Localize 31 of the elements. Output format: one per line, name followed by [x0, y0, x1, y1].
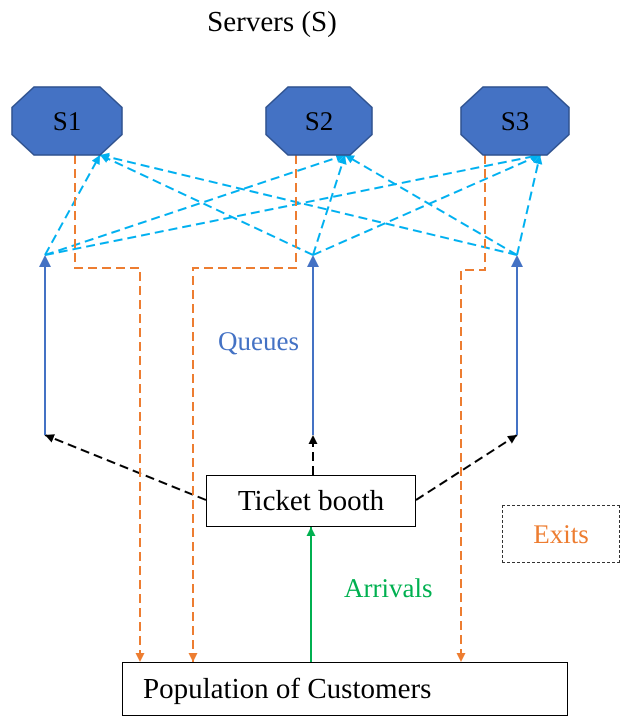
arrow — [100, 152, 518, 256]
server-octagon — [12, 87, 122, 155]
arrow — [312, 154, 347, 256]
server-label: S1 — [52, 106, 82, 136]
legend-box — [502, 505, 620, 563]
queue-line — [511, 255, 523, 435]
server-label: S3 — [500, 106, 530, 136]
arrow — [312, 154, 540, 256]
arrow — [44, 434, 206, 501]
server-octagon — [266, 87, 372, 155]
box-label: Population of Customers — [143, 672, 432, 706]
arrow — [188, 155, 297, 662]
arrow — [308, 435, 318, 475]
process-box — [122, 662, 568, 716]
arrow — [344, 154, 518, 256]
arrow — [516, 154, 542, 256]
server-label: S2 — [304, 106, 334, 136]
arrow — [44, 154, 101, 256]
box-label: Ticket booth — [238, 484, 384, 518]
process-box — [206, 475, 416, 527]
queue-line — [39, 255, 51, 435]
arrow — [100, 154, 314, 256]
arrow — [415, 434, 518, 501]
arrow — [44, 154, 346, 256]
legend-text: Exits — [533, 518, 589, 550]
diagram-title: Servers (S) — [206, 6, 338, 39]
arrow — [306, 527, 316, 662]
queue-line — [307, 255, 319, 435]
server-octagon — [461, 87, 569, 155]
arrow — [456, 155, 486, 662]
arrow — [74, 155, 144, 662]
